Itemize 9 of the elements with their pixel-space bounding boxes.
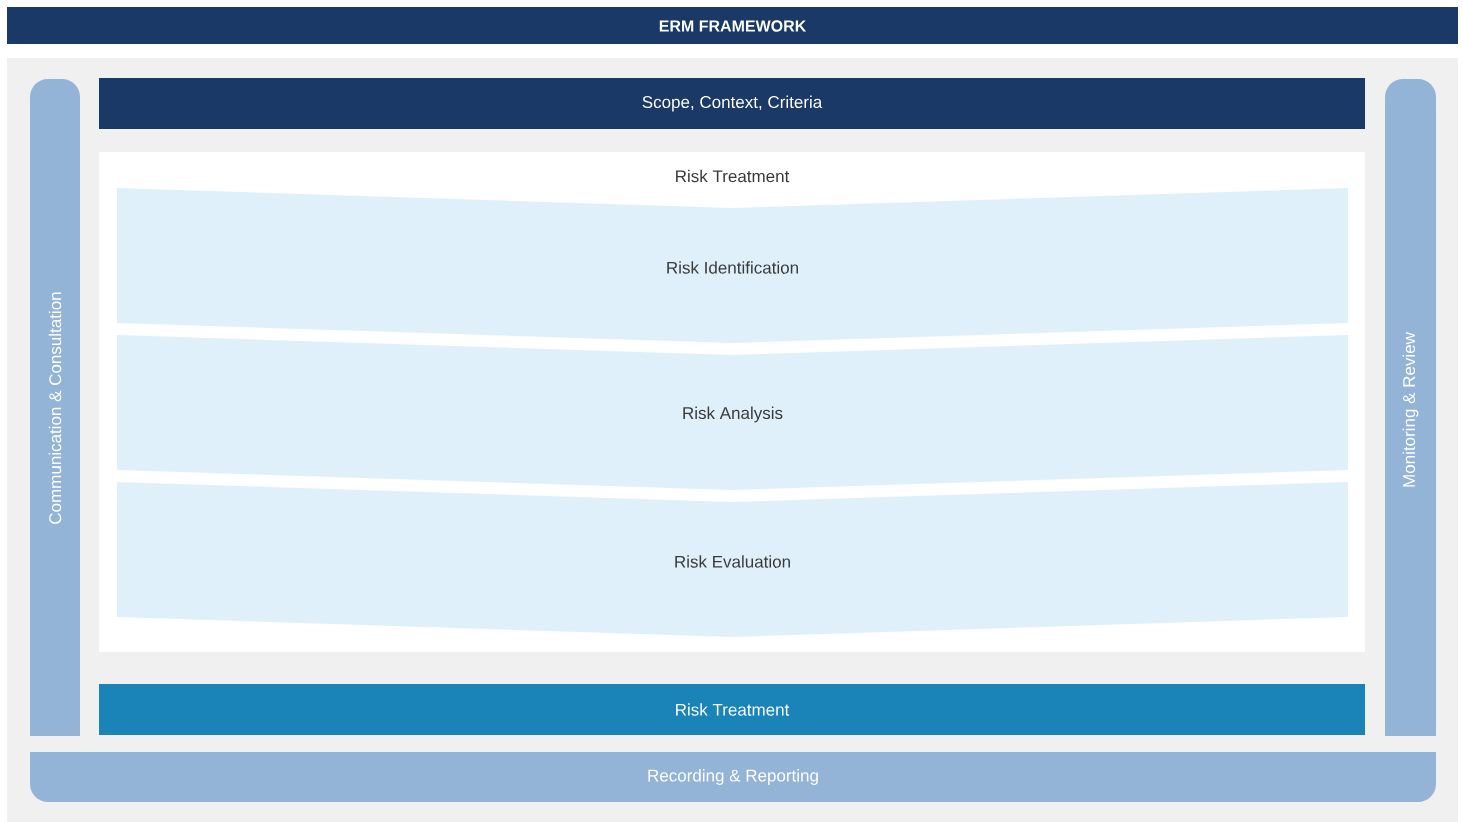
title-banner: ERM FRAMEWORK xyxy=(7,7,1458,44)
bottom-bar: Recording & Reporting xyxy=(30,752,1436,802)
stage-bar: Risk Treatment xyxy=(99,684,1365,735)
side-bar: Communication & Consultation xyxy=(30,79,80,736)
stage-bar: Scope, Context, Criteria xyxy=(99,78,1365,129)
chevron-band: Risk Identification xyxy=(117,188,1348,343)
chevron-band: Risk Analysis xyxy=(117,335,1348,490)
chevron-band: Risk Evaluation xyxy=(117,482,1348,637)
side-bar: Monitoring & Review xyxy=(1385,79,1436,736)
